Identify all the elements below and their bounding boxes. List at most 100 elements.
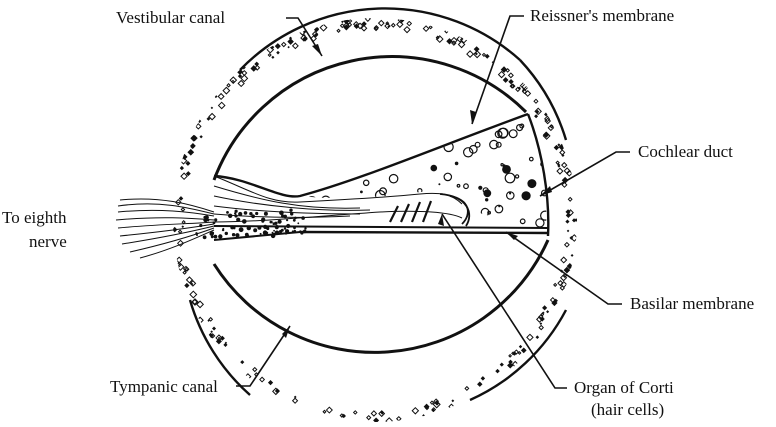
nerve-dot xyxy=(214,235,218,239)
duct-bubble xyxy=(363,111,372,120)
duct-bubble xyxy=(299,174,301,176)
nerve-dot xyxy=(275,225,279,229)
bone-speck xyxy=(534,114,538,118)
duct-bubble xyxy=(372,162,380,170)
bone-speck xyxy=(340,414,343,417)
duct-bubble xyxy=(455,162,459,166)
bone-speck xyxy=(223,87,230,94)
nerve-dot xyxy=(235,233,239,237)
duct-bubble xyxy=(431,165,438,172)
duct-bubble xyxy=(509,130,517,138)
duct-bubble xyxy=(516,175,519,178)
bone-speck xyxy=(276,51,280,55)
bone-speck xyxy=(227,84,230,87)
duct-bubble xyxy=(378,133,385,140)
duct-bubble xyxy=(413,121,415,123)
duct-bubble xyxy=(313,158,315,160)
bone-speck xyxy=(423,26,428,31)
nerve-dot xyxy=(253,228,257,232)
nerve-dot xyxy=(195,232,197,234)
duct-bubble xyxy=(496,142,501,147)
nerve-dot xyxy=(230,225,234,229)
duct-bubble xyxy=(343,136,346,139)
bone-speck xyxy=(404,27,410,33)
bone-speck xyxy=(260,377,265,382)
duct-bubble xyxy=(423,116,425,118)
nerve-dot xyxy=(279,211,284,216)
bone-speck xyxy=(337,29,340,32)
nerve-dot xyxy=(286,224,290,228)
nerve-dot xyxy=(242,219,247,224)
duct-bubble xyxy=(346,120,356,130)
bone-speck xyxy=(534,99,538,103)
bone-speck xyxy=(465,387,469,391)
bone-speck xyxy=(407,21,411,25)
bone-speck xyxy=(179,196,184,201)
bone-speck xyxy=(294,396,297,399)
eighth-nerve-fibers xyxy=(116,199,214,258)
nerve-dot xyxy=(247,226,251,230)
nerve-dot xyxy=(273,222,276,225)
duct-bubble xyxy=(377,202,387,212)
bone-speck xyxy=(190,143,196,149)
nerve-dot xyxy=(239,227,244,232)
nerve-dot xyxy=(270,221,273,224)
nerve-dot xyxy=(293,219,296,222)
bone-speck xyxy=(214,95,217,98)
nerve-dot xyxy=(203,235,207,239)
duct-bubble xyxy=(425,140,432,147)
duct-bubble xyxy=(354,111,357,114)
bone-speck xyxy=(367,416,371,420)
bone-speck xyxy=(379,20,384,25)
bone-speck xyxy=(341,21,344,24)
bone-speck xyxy=(238,80,244,86)
duct-bubble xyxy=(522,191,531,200)
duct-bubble xyxy=(393,133,400,140)
duct-bubble xyxy=(501,164,503,166)
bone-speck xyxy=(561,257,567,263)
bone-speck xyxy=(542,305,547,310)
bone-speck xyxy=(445,30,448,33)
bone-speck xyxy=(365,16,370,21)
duct-bubble xyxy=(334,221,339,226)
bone-speck xyxy=(287,38,294,45)
duct-bubble xyxy=(502,165,511,174)
nerve-dot xyxy=(238,212,242,216)
duct-bubble xyxy=(464,184,469,189)
bone-speck xyxy=(562,163,567,168)
bone-speck xyxy=(218,94,224,100)
duct-bubble xyxy=(385,197,391,203)
duct-bubble xyxy=(406,221,412,227)
duct-bubble xyxy=(371,145,376,150)
duct-bubble xyxy=(498,205,500,207)
cochlear-duct-outer-wall xyxy=(528,114,548,236)
nerve-dot xyxy=(300,231,303,234)
bone-speck xyxy=(282,42,286,46)
duct-bubble xyxy=(422,113,428,119)
bone-speck xyxy=(503,77,509,83)
bone-speck xyxy=(536,335,540,339)
duct-bubble xyxy=(371,118,375,122)
bone-speck xyxy=(293,43,299,49)
bony-wall-stipple xyxy=(172,16,578,422)
bone-speck xyxy=(521,347,527,353)
nerve-dot xyxy=(266,227,269,230)
bone-speck xyxy=(386,418,392,422)
duct-bubble xyxy=(509,192,511,194)
nerve-dot xyxy=(236,218,240,222)
bone-speck xyxy=(199,135,202,138)
nerve-dot xyxy=(264,212,268,216)
bone-speck xyxy=(522,84,528,90)
bone-speck xyxy=(567,230,570,233)
nerve-dot xyxy=(289,209,292,212)
nerve-dot xyxy=(294,217,297,220)
bone-speck xyxy=(196,124,201,129)
bone-speck xyxy=(254,62,259,67)
bone-speck xyxy=(275,43,281,49)
nerve-dot xyxy=(297,222,299,224)
nerve-dot xyxy=(303,230,305,232)
duct-bubble xyxy=(456,109,462,115)
nerve-dot xyxy=(293,226,296,229)
nerve-dot xyxy=(234,212,236,214)
